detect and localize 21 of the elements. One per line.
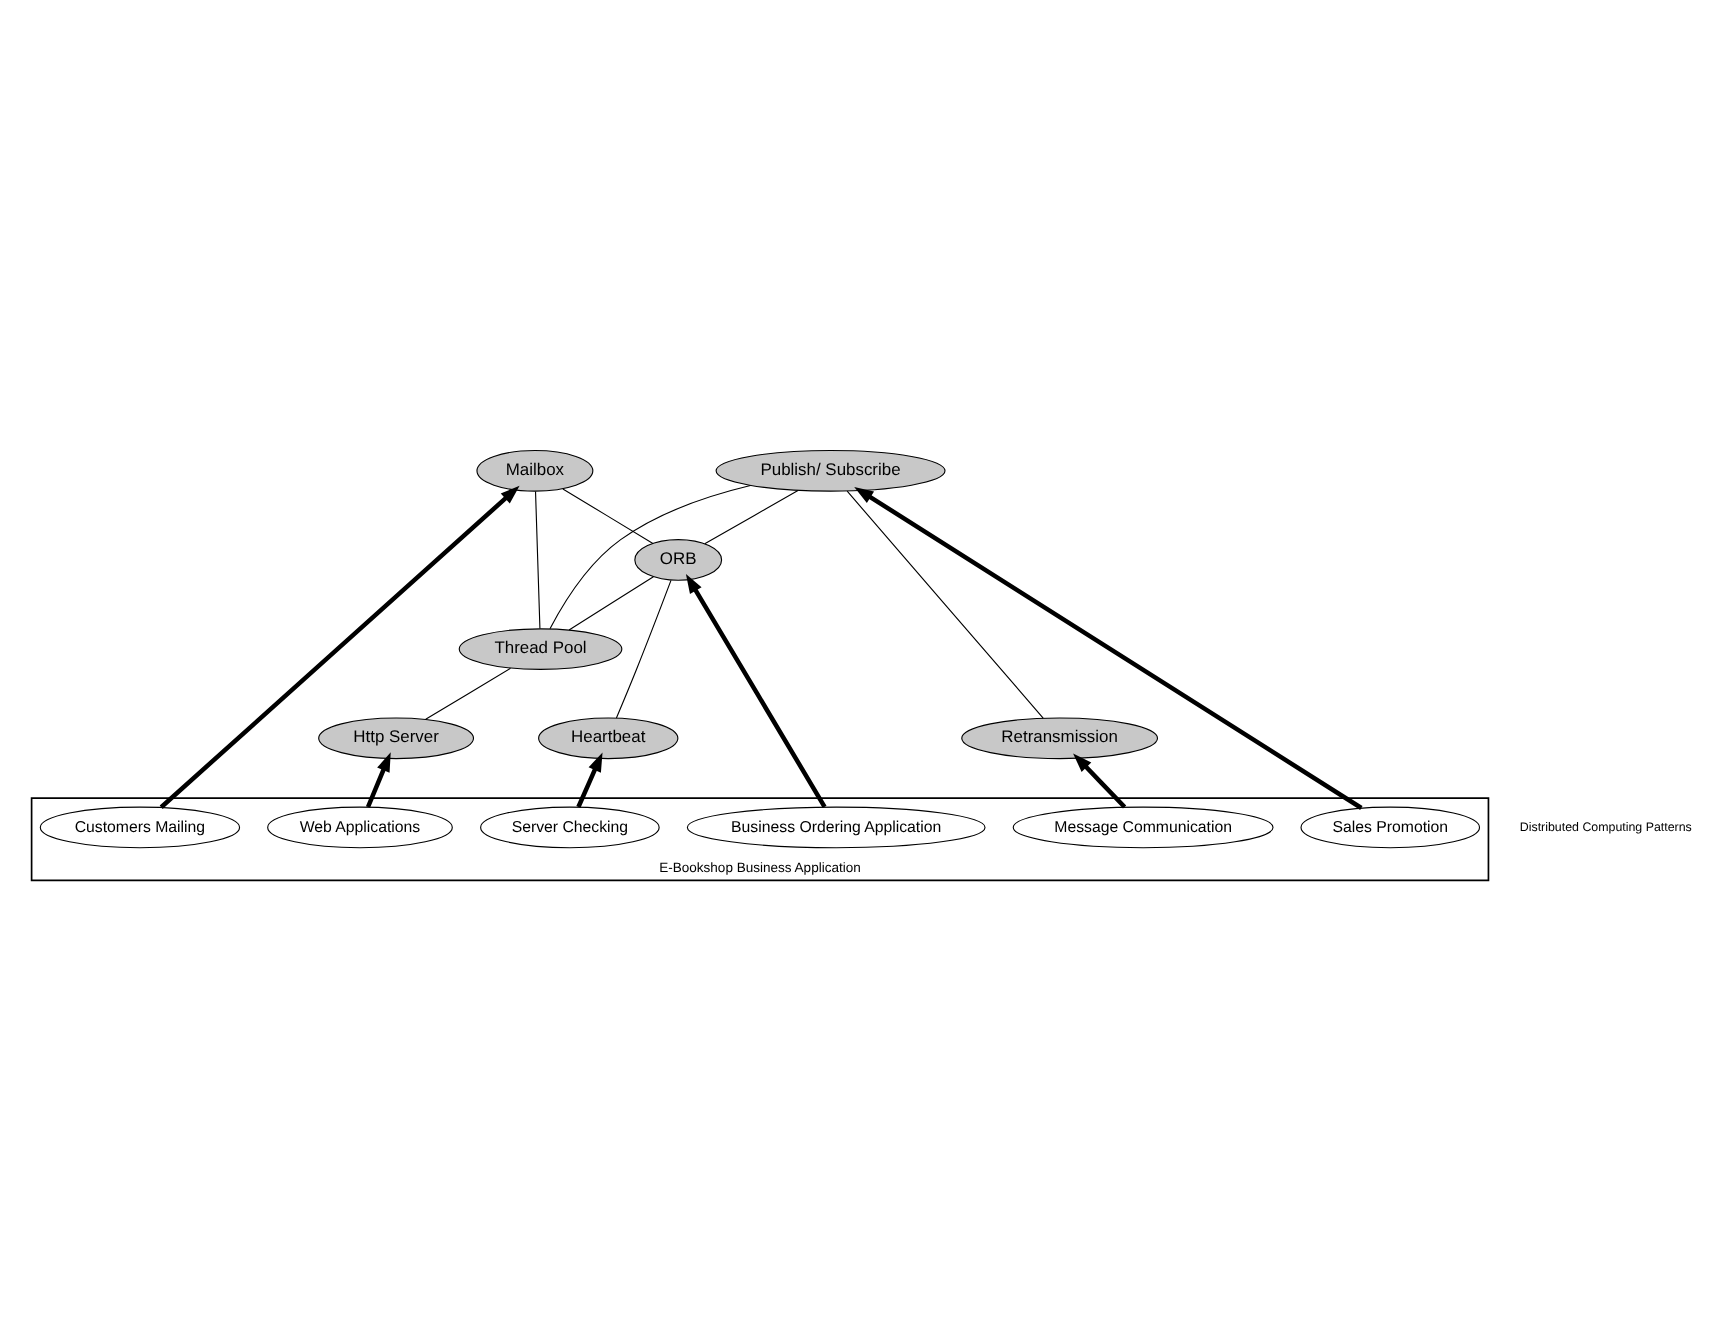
node-ellipse: Heartbeat	[538, 717, 679, 760]
arrow	[1073, 753, 1127, 809]
node-ellipse: Thread Pool	[458, 628, 623, 670]
connector	[549, 484, 751, 630]
arrow	[159, 485, 520, 809]
connector	[846, 490, 1044, 719]
connector	[704, 489, 799, 545]
arrow	[685, 574, 827, 808]
arrow	[576, 752, 603, 808]
connector	[615, 579, 672, 719]
node-ellipse: Http Server	[318, 717, 475, 760]
arrow	[365, 752, 391, 808]
node-ellipse: Retransmission	[961, 717, 1159, 760]
arrow	[854, 486, 1363, 810]
connector	[568, 576, 654, 631]
connector	[562, 488, 654, 545]
node-ellipse: Mailbox	[476, 449, 594, 492]
node-ellipse: Publish/ Subscribe	[715, 449, 946, 492]
connector	[534, 491, 541, 630]
connector	[425, 667, 512, 720]
node-ellipse: ORB	[634, 539, 723, 581]
